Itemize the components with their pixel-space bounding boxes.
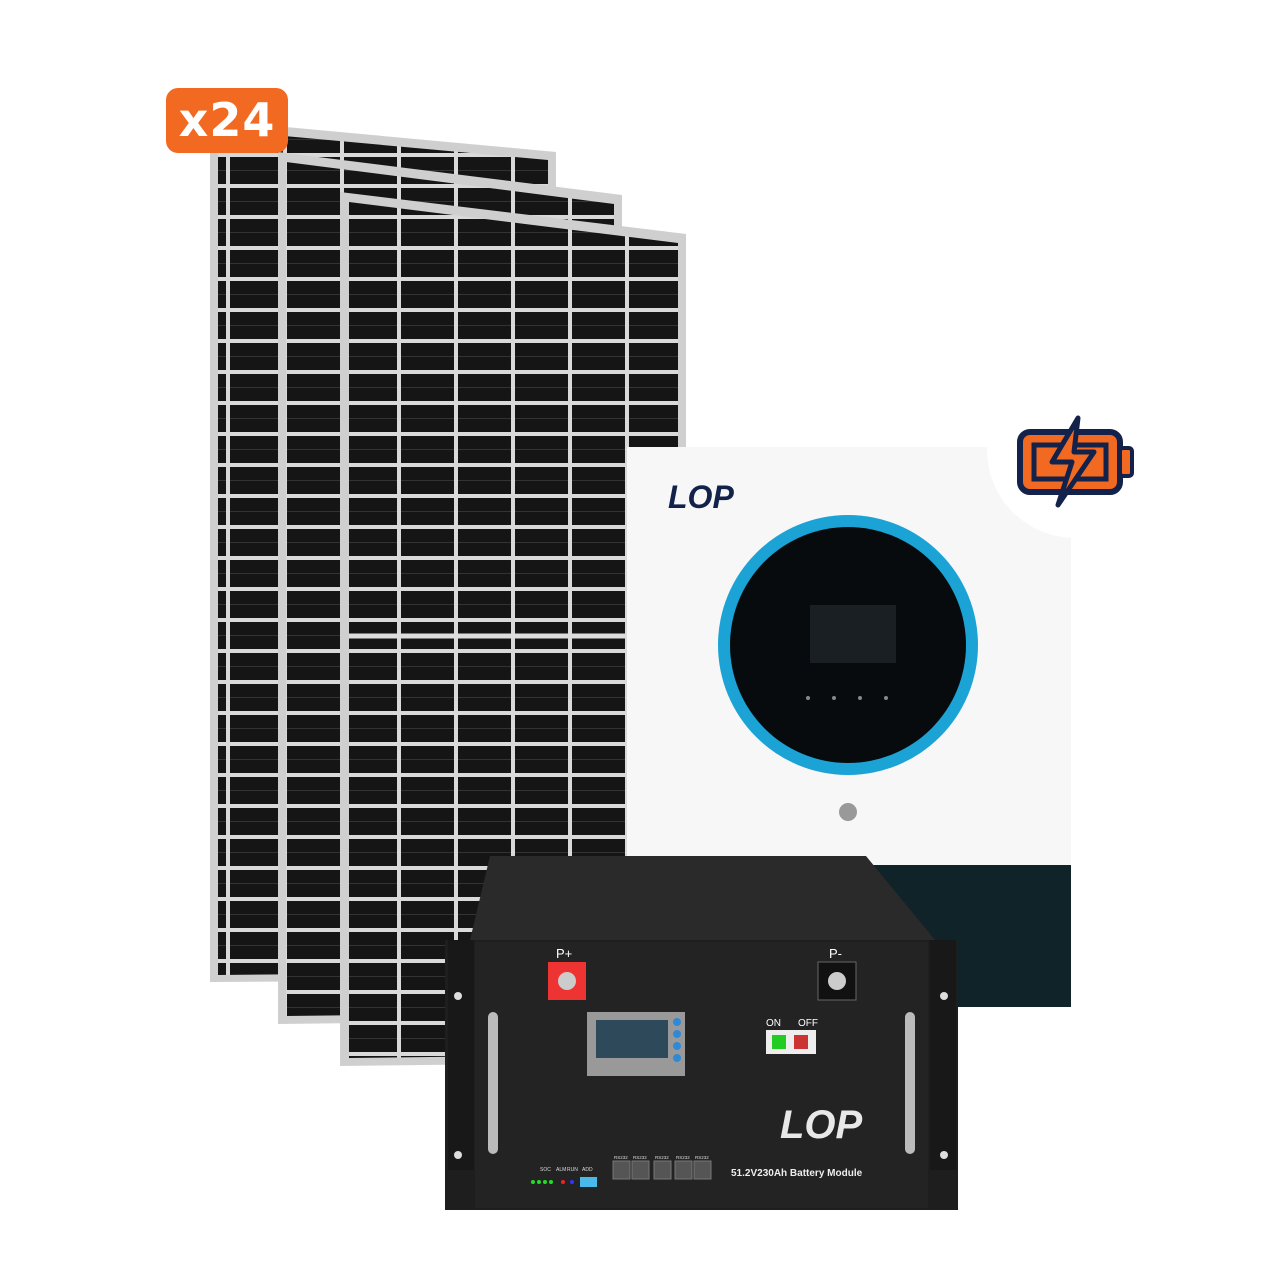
- battery-logo: LOP: [780, 1103, 863, 1147]
- rs232-ports: RS232 RS232 RS232 RS232 RS232: [612, 1155, 712, 1180]
- svg-text:P+: P+: [556, 946, 572, 961]
- solar-panel-3: [340, 192, 686, 1066]
- svg-text:RS232: RS232: [655, 1155, 669, 1160]
- svg-text:ADD: ADD: [582, 1167, 593, 1173]
- svg-text:ALM: ALM: [556, 1167, 566, 1173]
- handle-left: [488, 1012, 498, 1154]
- svg-text:RUN: RUN: [567, 1167, 578, 1173]
- inverter-logo: LOP: [668, 479, 734, 515]
- dip-switch: [580, 1177, 597, 1187]
- negative-terminal: [828, 972, 846, 990]
- svg-text:OFF: OFF: [798, 1018, 818, 1029]
- quantity-badge: x24: [166, 88, 288, 153]
- svg-text:RS232: RS232: [695, 1155, 709, 1160]
- svg-text:P-: P-: [829, 946, 842, 961]
- inverter-lcd: [810, 605, 896, 663]
- svg-text:RS232: RS232: [633, 1155, 647, 1160]
- handle-right: [905, 1012, 915, 1154]
- svg-text:ON: ON: [766, 1018, 781, 1029]
- svg-text:SOC: SOC: [540, 1167, 551, 1173]
- battery-model-label: 51.2V230Ah Battery Module: [731, 1168, 863, 1179]
- battery-module: P+ P- ON OFF LOP SOC ALM RUN ADD RS232 R…: [445, 856, 958, 1210]
- svg-text:RS232: RS232: [614, 1155, 628, 1160]
- battery-charging-icon: [987, 362, 1163, 538]
- svg-text:RS232: RS232: [676, 1155, 690, 1160]
- power-button: [839, 803, 857, 821]
